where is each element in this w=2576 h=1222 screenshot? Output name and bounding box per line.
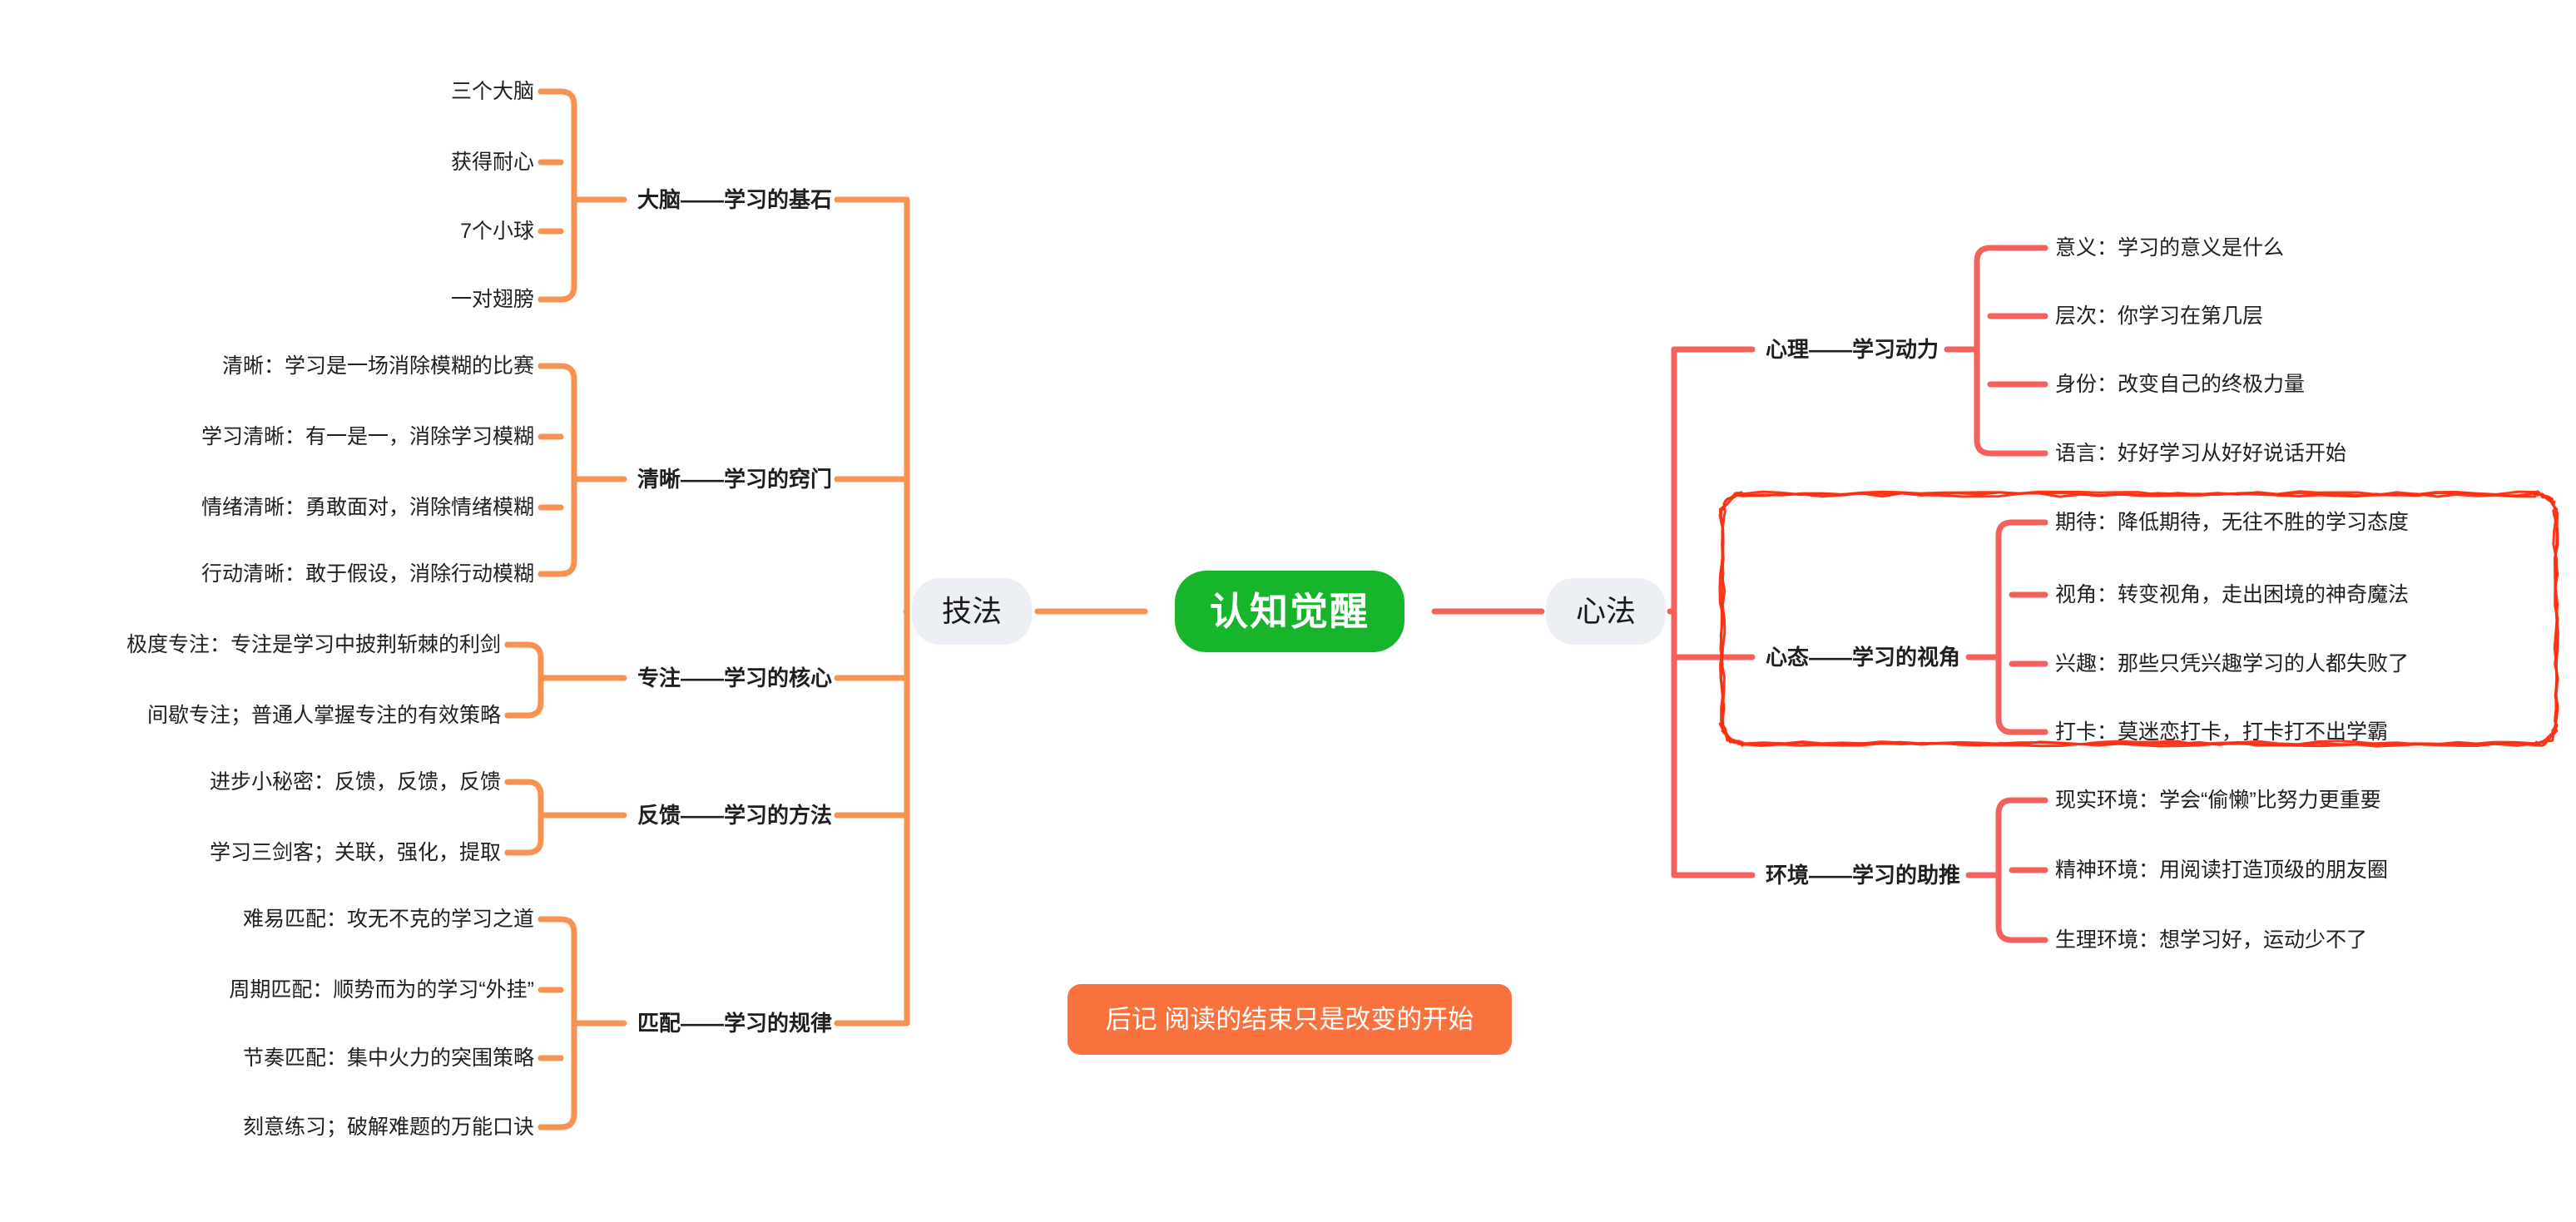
leaf-left-0-3[interactable]: 一对翅膀	[450, 287, 534, 311]
leaf-left-4-0[interactable]: 难易匹配：攻无不克的学习之道	[242, 907, 534, 931]
leaf-left-4-3[interactable]: 刻意练习；破解难题的万能口诀	[242, 1115, 534, 1139]
level1-node-jifa[interactable]: 技法	[911, 578, 1032, 645]
leaf-left-1-0[interactable]: 清晰：学习是一场消除模糊的比赛	[221, 354, 534, 378]
leaf-right-2-1[interactable]: 精神环境：用阅读打造顶级的朋友圈	[2055, 858, 2389, 882]
leaf-right-0-3[interactable]: 语言：好好学习从好好说话开始	[2055, 441, 2347, 465]
leaf-left-4-1[interactable]: 周期匹配：顺势而为的学习“外挂”	[229, 977, 534, 1002]
leaf-right-2-2[interactable]: 生理环境：想学习好，运动少不了	[2055, 928, 2368, 952]
leaf-left-1-1[interactable]: 学习清晰：有一是一，消除学习模糊	[201, 424, 534, 448]
branch-label-left-3[interactable]: 反馈——学习的方法	[637, 803, 832, 828]
leaf-right-0-1[interactable]: 层次：你学习在第几层	[2055, 304, 2264, 328]
leaf-left-2-1[interactable]: 间歇专注；普通人掌握专注的有效策略	[146, 703, 501, 727]
leaf-right-1-3[interactable]: 打卡：莫迷恋打卡，打卡打不出学霸	[2055, 720, 2389, 744]
leaf-right-1-2[interactable]: 兴趣：那些只凭兴趣学习的人都失败了	[2055, 651, 2410, 675]
footer-button[interactable]: 后记 阅读的结束只是改变的开始	[1067, 983, 1513, 1055]
leaf-right-1-0[interactable]: 期待：降低期待，无往不胜的学习态度	[2055, 510, 2410, 534]
branch-label-left-1[interactable]: 清晰——学习的窍门	[637, 467, 832, 492]
leaf-left-0-1[interactable]: 获得耐心	[450, 150, 534, 174]
leaf-left-1-2[interactable]: 情绪清晰：勇敢面对，消除情绪模糊	[201, 495, 534, 519]
leaf-right-2-0[interactable]: 现实环境：学会“偷懒”比努力更重要	[2055, 788, 2381, 812]
branch-label-right-2[interactable]: 环境——学习的助推	[1766, 863, 1961, 888]
leaf-right-1-1[interactable]: 视角：转变视角，走出困境的神奇魔法	[2055, 582, 2410, 606]
branch-label-right-0[interactable]: 心理——学习动力	[1766, 337, 1939, 362]
leaf-left-2-0[interactable]: 极度专注：专注是学习中披荆斩棘的利剑	[126, 632, 501, 656]
branch-label-right-1[interactable]: 心态——学习的视角	[1766, 645, 1961, 670]
leaf-left-0-2[interactable]: 7个小球	[460, 219, 534, 243]
branch-label-left-4[interactable]: 匹配——学习的规律	[637, 1011, 832, 1036]
leaf-right-0-0[interactable]: 意义：学习的意义是什么	[2055, 235, 2285, 260]
leaf-left-4-2[interactable]: 节奏匹配：集中火力的突围策略	[242, 1046, 534, 1070]
leaf-left-0-0[interactable]: 三个大脑	[450, 79, 534, 103]
leaf-left-3-1[interactable]: 学习三剑客；关联，强化，提取	[209, 840, 501, 864]
branch-label-left-2[interactable]: 专注——学习的核心	[637, 665, 832, 690]
root-node[interactable]: 认知觉醒	[1175, 571, 1404, 652]
leaf-left-3-0[interactable]: 进步小秘密：反馈，反馈，反馈	[209, 769, 501, 794]
leaf-right-0-2[interactable]: 身份：改变自己的终极力量	[2055, 372, 2306, 396]
branch-label-left-0[interactable]: 大脑——学习的基石	[637, 187, 832, 212]
leaf-left-1-3[interactable]: 行动清晰：敢于假设，消除行动模糊	[201, 562, 534, 586]
level1-node-xinfa[interactable]: 心法	[1545, 578, 1666, 645]
